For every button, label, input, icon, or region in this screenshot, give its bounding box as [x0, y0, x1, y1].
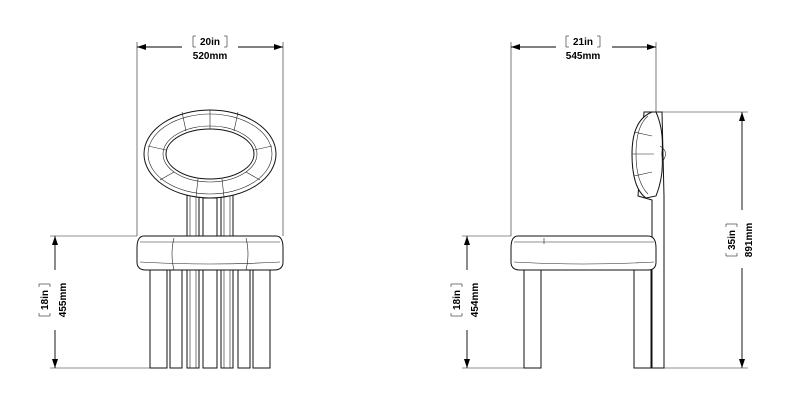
front-backrest [143, 109, 277, 199]
front-backrest-supports [186, 191, 234, 369]
front-width-mm-label: 520mm [193, 51, 228, 62]
side-depth-mm-label: 545mm [566, 51, 601, 62]
side-seat-height-mm-label: 454mm [470, 283, 481, 318]
side-depth-in-label: 21in [573, 37, 593, 48]
side-total-height-dimension: 35in 891mm [725, 112, 755, 368]
side-seat [510, 235, 657, 271]
side-legs [523, 267, 652, 369]
side-seat-height-in-label: 18in [452, 290, 463, 310]
side-depth-dimension: 21in 545mm [511, 35, 656, 62]
front-seat-height-dimension: 18in 455mm [38, 236, 69, 368]
front-width-in-label: 20in [200, 37, 220, 48]
side-total-height-mm-label: 891mm [744, 223, 755, 258]
front-width-dimension: 20in 520mm [137, 35, 283, 62]
front-seat-height-mm-label: 455mm [58, 283, 69, 318]
side-seat-height-dimension: 18in 454mm [450, 236, 481, 368]
side-view: 21in 545mm [450, 35, 755, 369]
front-view: 20in 520mm [38, 35, 284, 369]
side-backrest [631, 111, 666, 199]
front-seat [136, 235, 284, 271]
front-seat-height-in-label: 18in [40, 290, 51, 310]
side-total-height-in-label: 35in [727, 230, 738, 250]
